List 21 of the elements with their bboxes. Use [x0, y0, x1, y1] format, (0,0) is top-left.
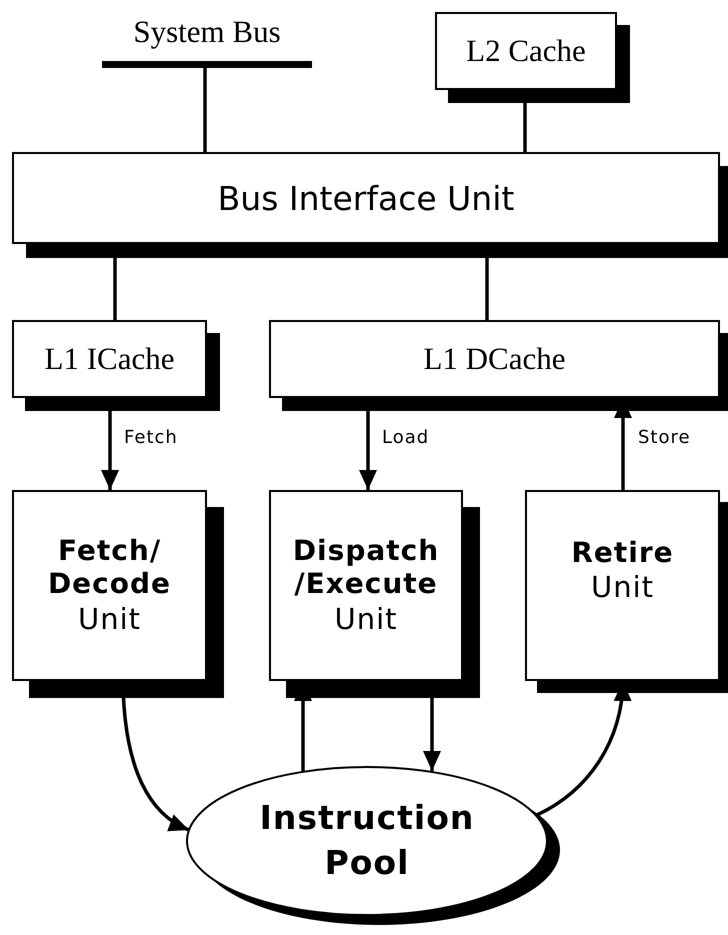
node-label: Unit [590, 569, 654, 606]
unit-box [269, 320, 720, 398]
node-label: L2 Cache [466, 33, 586, 69]
connector-line [203, 68, 207, 152]
node-label: L1 DCache [423, 341, 566, 377]
unit-box [525, 490, 720, 681]
unit-box [12, 320, 207, 398]
node-label: Unit [78, 600, 142, 638]
node-label: L1 ICache [44, 341, 174, 377]
node-label: Retire [571, 536, 674, 570]
node-label: Bus Interface Unit [218, 178, 514, 218]
unit-box [435, 12, 617, 90]
pool-ellipse [186, 766, 548, 916]
unit-box [269, 490, 463, 681]
node-label: Unit [334, 600, 398, 638]
unit-box [12, 152, 720, 244]
unit-box [12, 490, 207, 681]
node-label: System Bus [133, 14, 281, 50]
node-label: Dispatch /Execute [292, 534, 440, 601]
node-label: Fetch/ Decode [46, 534, 172, 601]
node-label: Instruction Pool [258, 797, 476, 884]
